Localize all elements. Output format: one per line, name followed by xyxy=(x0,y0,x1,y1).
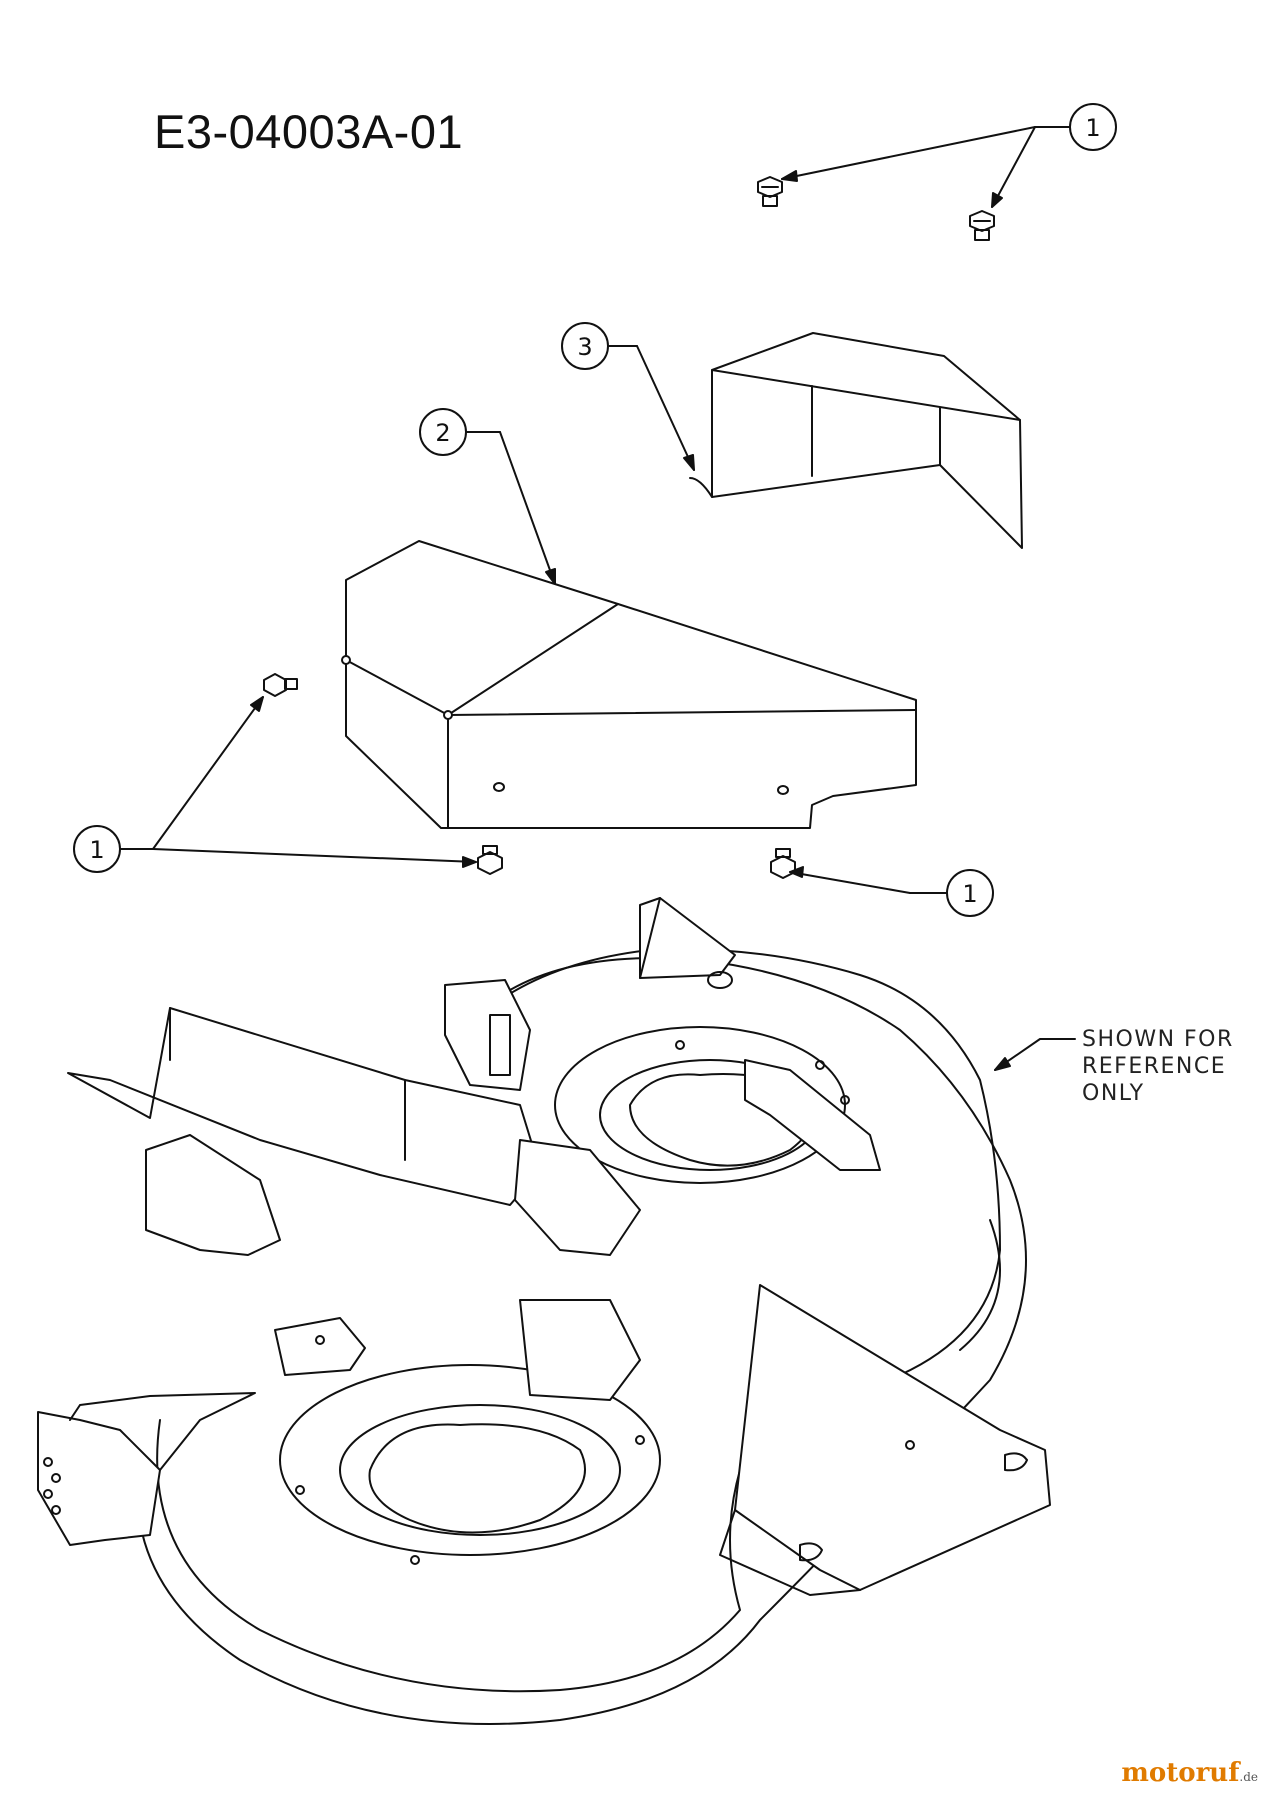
reference-note: SHOWN FOR REFERENCE ONLY xyxy=(1082,1026,1234,1107)
screw-icon xyxy=(477,845,503,875)
callout-1-top: 1 xyxy=(781,103,1117,208)
callout-1-left: 1 xyxy=(73,696,477,873)
screw-icon xyxy=(770,848,796,879)
callout-1-right: 1 xyxy=(789,866,994,917)
reference-leader xyxy=(994,1038,1076,1071)
callout-label: 1 xyxy=(89,836,104,864)
watermark-domain: .de xyxy=(1239,1770,1258,1784)
mulching-cover xyxy=(341,540,917,829)
screw-icon xyxy=(757,176,783,207)
screw-icon xyxy=(969,210,995,241)
reference-note-line: SHOWN FOR xyxy=(1082,1027,1234,1052)
drawing-number: E3-04003A-01 xyxy=(154,105,464,158)
callout-label: 3 xyxy=(577,333,592,361)
reference-note-line: REFERENCE xyxy=(1082,1054,1227,1079)
screw-icon xyxy=(263,673,298,697)
callout-2: 2 xyxy=(419,408,556,585)
chute-deflector xyxy=(689,332,1023,549)
callout-label: 1 xyxy=(962,880,977,908)
watermark-logo: motoruf.de xyxy=(1121,1758,1258,1788)
watermark-brand: motoruf xyxy=(1121,1758,1240,1788)
callout-label: 1 xyxy=(1085,114,1100,142)
callout-label: 2 xyxy=(435,419,450,447)
callout-3: 3 xyxy=(561,322,695,471)
reference-note-line: ONLY xyxy=(1082,1081,1145,1106)
mower-deck xyxy=(37,897,1051,1725)
